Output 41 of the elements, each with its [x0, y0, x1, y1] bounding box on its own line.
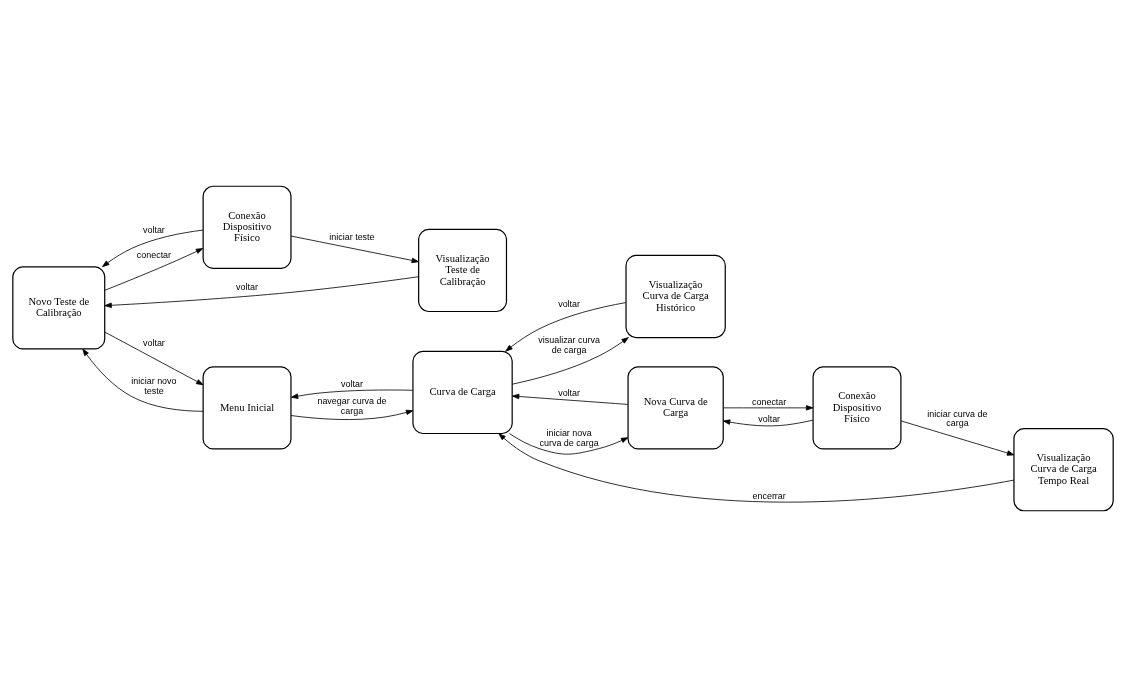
arrow: [104, 275, 419, 308]
arrow: [102, 229, 204, 267]
edge-label: voltar: [558, 387, 581, 398]
edge-label: iniciar novo teste: [131, 375, 177, 396]
arrow: [290, 235, 419, 263]
arrow: [290, 389, 414, 399]
edge-label: conectar: [752, 396, 787, 407]
node-box: Menu Inicial: [202, 365, 292, 450]
arrow: [722, 418, 814, 426]
edge-label: visualizar curva de carga: [538, 334, 600, 355]
arrow: [104, 247, 204, 291]
arrow: [104, 331, 204, 385]
edge-label: voltar: [558, 298, 581, 309]
edge-label: encerrar: [752, 490, 786, 501]
edge-label: voltar: [341, 378, 363, 389]
edge-label: navegar curva de carga: [317, 395, 387, 416]
arrow: [512, 393, 629, 405]
node-box: Nova Curva de Carga: [627, 365, 724, 450]
edge-label: voltar: [143, 337, 165, 348]
node-box: Visualização Curva de Carga Histórico: [625, 254, 726, 338]
edge-label: voltar: [143, 224, 165, 235]
node-box: Conexão Dispositivo Físico: [812, 365, 902, 450]
arrow: [82, 348, 204, 412]
arrow: [900, 420, 1015, 456]
edge-label: iniciar curva de carga: [927, 408, 988, 428]
node-box: Visualização Teste de Calibração: [418, 228, 508, 312]
arrow: [505, 301, 627, 352]
arrow: [290, 409, 414, 420]
edge-label: conectar: [136, 249, 172, 260]
edge-label: voltar: [758, 413, 781, 424]
arrow: [723, 404, 814, 411]
node-box: Visualização Curva de Carga Tempo Real: [1013, 427, 1114, 511]
edge-label: voltar: [236, 281, 258, 292]
arrow: [498, 432, 1015, 502]
node-box: Conexão Dispositivo Físico: [202, 185, 292, 269]
arrow: [508, 432, 629, 455]
edge-label: iniciar teste: [329, 231, 375, 242]
node-box: Novo Teste de Calibração: [12, 265, 106, 350]
edge-label: iniciar nova curva de carga: [539, 427, 599, 448]
arrow: [511, 336, 629, 385]
node-box: Curva de Carga: [412, 350, 513, 434]
